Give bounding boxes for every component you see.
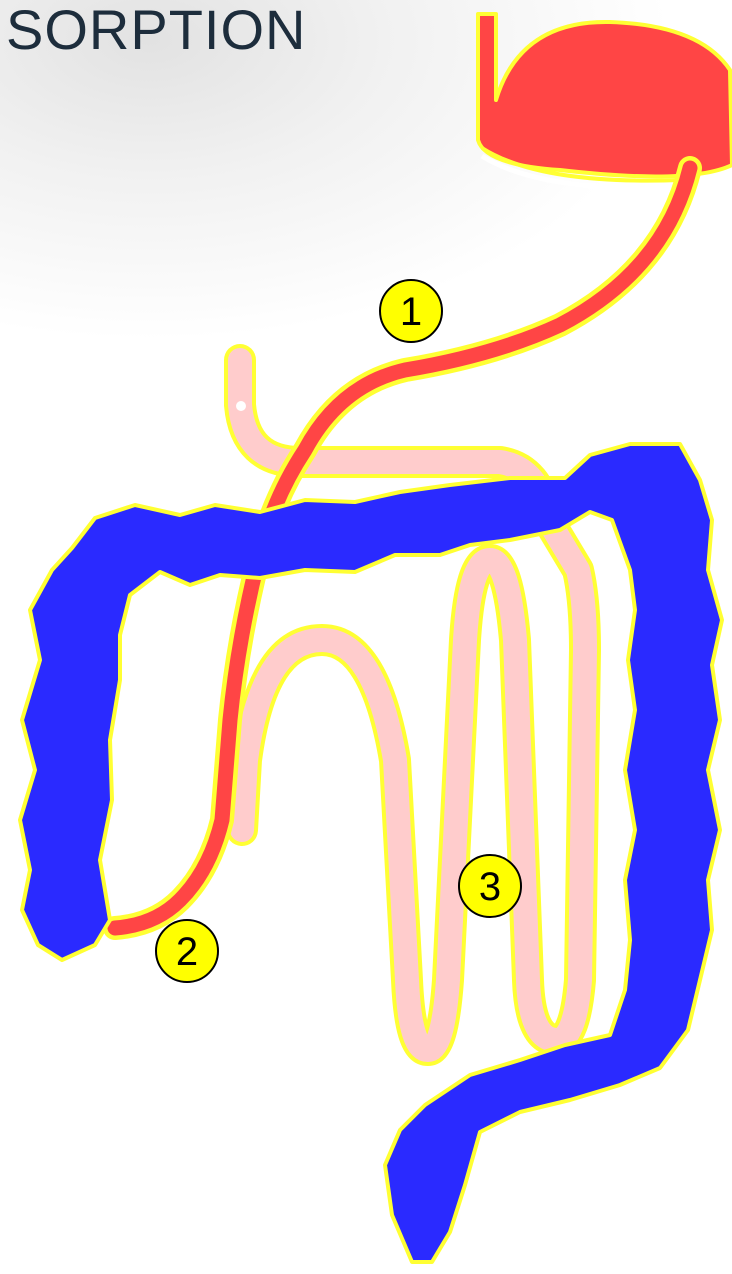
marker-1-label: 1 bbox=[400, 290, 422, 334]
marker-3-label: 3 bbox=[479, 865, 501, 909]
marker-2: 2 bbox=[156, 920, 218, 982]
small-intestine-spot bbox=[236, 401, 246, 411]
large-intestine bbox=[20, 444, 722, 1262]
marker-3: 3 bbox=[459, 855, 521, 917]
marker-1: 1 bbox=[380, 280, 442, 342]
marker-2-label: 2 bbox=[176, 930, 198, 974]
